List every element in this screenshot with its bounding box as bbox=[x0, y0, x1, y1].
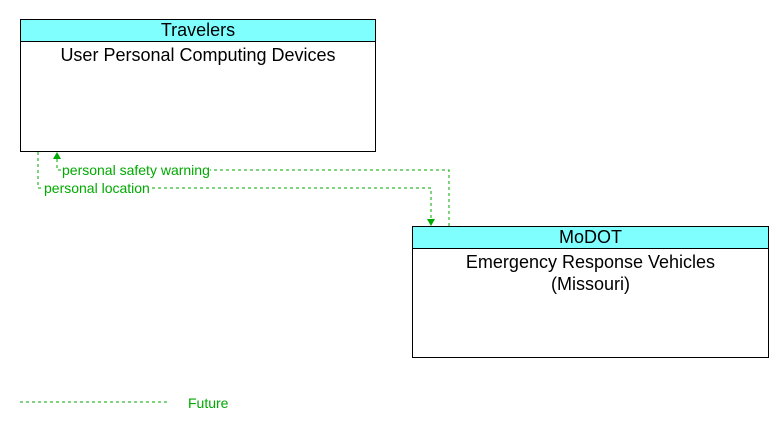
flow-label-personal-location: personal location bbox=[44, 180, 150, 196]
flow-label-personal-safety-warning: personal safety warning bbox=[62, 162, 210, 178]
modot-element-box[interactable]: MoDOT Emergency Response Vehicles (Misso… bbox=[412, 226, 769, 358]
modot-element-name: Emergency Response Vehicles (Missouri) bbox=[465, 252, 716, 294]
arrowhead-personal-location bbox=[427, 219, 435, 226]
arrowhead-personal-safety-warning bbox=[53, 152, 61, 159]
flow-line-personal-safety-warning bbox=[56, 159, 450, 226]
travelers-header: Travelers bbox=[21, 20, 375, 42]
travelers-element-name: User Personal Computing Devices bbox=[60, 45, 336, 65]
modot-header: MoDOT bbox=[413, 227, 768, 249]
travelers-element-box[interactable]: Travelers User Personal Computing Device… bbox=[20, 19, 376, 152]
flow-line-personal-location bbox=[37, 152, 432, 219]
legend-future-label: Future bbox=[188, 395, 229, 411]
